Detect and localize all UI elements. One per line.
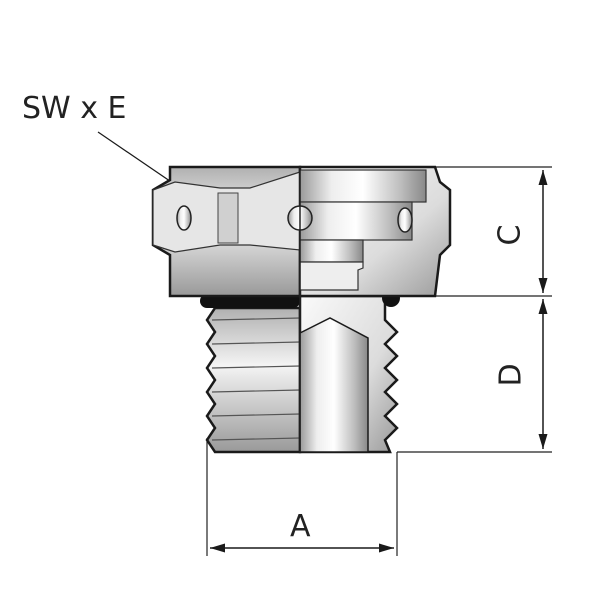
label-a: A	[290, 509, 311, 544]
hex-head-left	[151, 165, 302, 298]
label-d: D	[493, 363, 529, 387]
thread-left	[205, 306, 302, 454]
hex-head-right	[287, 165, 452, 452]
o-ring	[200, 294, 300, 308]
label-c: C	[492, 224, 528, 246]
label-sw-x-e: SW x E	[22, 91, 127, 126]
